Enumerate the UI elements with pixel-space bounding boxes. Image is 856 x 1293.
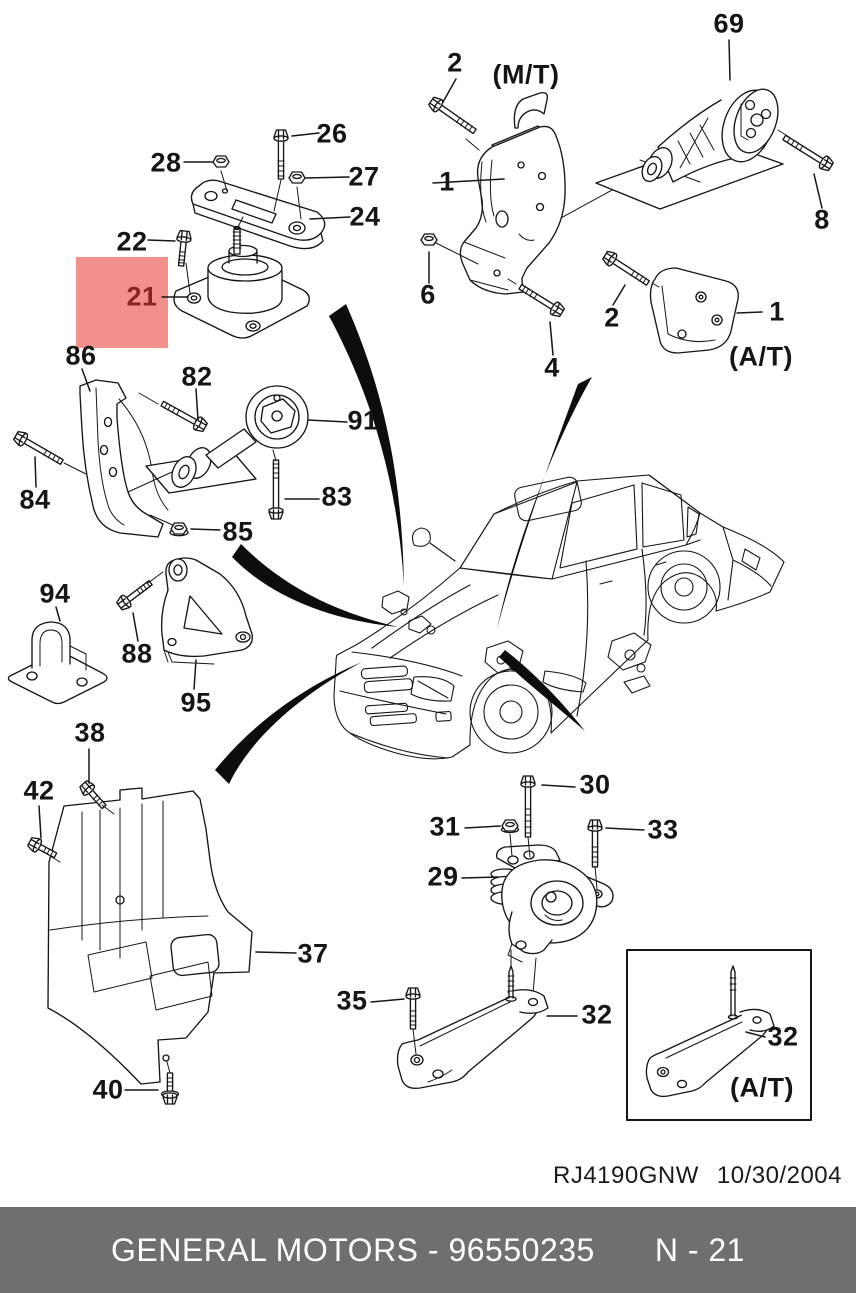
part-label-38[interactable]: 38 (74, 717, 106, 748)
part-label-37[interactable]: 37 (297, 938, 329, 969)
part-label-32-at[interactable]: 32 (767, 1021, 799, 1052)
part-label-84[interactable]: 84 (19, 484, 51, 515)
part-label-69[interactable]: 69 (713, 8, 745, 39)
part-label-33[interactable]: 33 (647, 814, 679, 845)
part-label-91[interactable]: 91 (347, 405, 379, 436)
part-label-85[interactable]: 85 (222, 516, 254, 547)
part-drawing-bracket-1-at (600, 248, 739, 354)
part-label-8[interactable]: 8 (814, 204, 830, 235)
part-drawing-bracket-1-mt (420, 91, 701, 320)
part-label-94[interactable]: 94 (39, 578, 71, 609)
part-label-31[interactable]: 31 (429, 811, 461, 842)
part-label-30[interactable]: 30 (579, 769, 611, 800)
part-label-1-at[interactable]: 1 (769, 296, 785, 327)
part-drawing-torque-rod-91 (11, 385, 309, 537)
arrow-swooshes (215, 304, 592, 784)
part-label-22[interactable]: 22 (116, 226, 148, 257)
part-drawing-splash-shield-37 (25, 778, 253, 1105)
part-label-21-highlighted[interactable]: 21 (126, 281, 158, 312)
plate-date: 10/30/2004 (716, 1162, 842, 1189)
part-drawing-engine-mount-21 (173, 225, 310, 339)
footer-page-ref: N - 21 (654, 1232, 745, 1268)
part-label-26[interactable]: 26 (316, 118, 348, 149)
car-illustration (333, 474, 785, 760)
part-label-2-at[interactable]: 2 (604, 302, 620, 333)
part-label-95[interactable]: 95 (180, 687, 212, 718)
footer-bar: GENERAL MOTORS - 96550235 N - 21 (0, 1207, 856, 1293)
part-label-2-mt[interactable]: 2 (447, 47, 463, 78)
annotation-mt: (M/T) (492, 59, 560, 90)
part-label-42[interactable]: 42 (23, 775, 55, 806)
part-label-6[interactable]: 6 (420, 279, 436, 310)
part-label-83[interactable]: 83 (321, 481, 353, 512)
part-drawing-mount-29 (490, 775, 614, 995)
part-drawing-support-arm-32 (396, 965, 549, 1089)
part-label-4[interactable]: 4 (544, 352, 560, 383)
part-label-32[interactable]: 32 (581, 999, 613, 1030)
part-label-1-mt[interactable]: 1 (439, 166, 455, 197)
plate-stamp: RJ4190GNW 10/30/2004 (553, 1164, 842, 1188)
part-label-28[interactable]: 28 (150, 147, 182, 178)
inset-box-at-arm-32 (626, 949, 812, 1121)
part-label-88[interactable]: 88 (121, 638, 153, 669)
part-drawing-bracket-94 (7, 621, 108, 705)
footer-part-info: GENERAL MOTORS - 96550235 (111, 1232, 595, 1268)
plate-code: RJ4190GNW (553, 1162, 699, 1189)
part-label-27[interactable]: 27 (348, 161, 380, 192)
part-label-86[interactable]: 86 (65, 340, 97, 371)
part-label-29[interactable]: 29 (427, 861, 459, 892)
part-label-40[interactable]: 40 (92, 1074, 124, 1105)
part-label-35[interactable]: 35 (336, 985, 368, 1016)
part-label-82[interactable]: 82 (181, 361, 213, 392)
part-drawing-bracket-86 (79, 379, 176, 538)
part-label-24[interactable]: 24 (349, 201, 381, 232)
annotation-at-bottom: (A/T) (730, 1072, 794, 1103)
highlight-box-part-21[interactable] (76, 257, 168, 348)
part-drawing-torque-rod-69 (595, 88, 836, 210)
part-drawing-fasteners-top-left (175, 129, 306, 294)
part-drawing-bracket-24 (190, 179, 326, 250)
part-drawing-bracket-95 (114, 557, 253, 665)
leader-lines (34, 39, 823, 1091)
annotation-at-top: (A/T) (729, 341, 793, 372)
